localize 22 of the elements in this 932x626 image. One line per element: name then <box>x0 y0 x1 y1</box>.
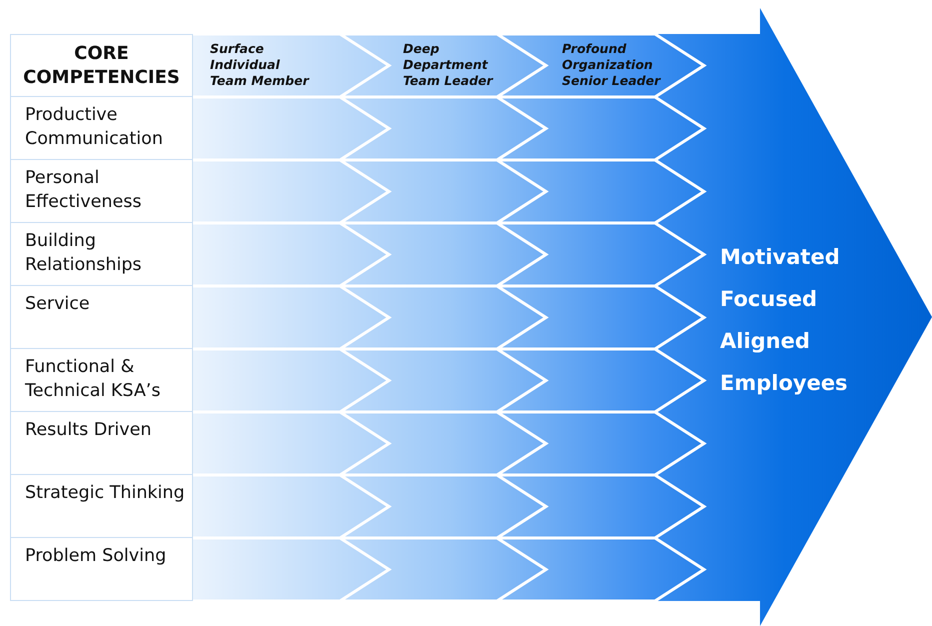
stage-label: Profound <box>562 41 626 57</box>
competency-cell: Results Driven <box>10 412 193 475</box>
competency-cell: Functional & Technical KSA’s <box>10 349 193 412</box>
stage-label: Individual <box>210 57 280 73</box>
stage-label: Team Leader <box>403 73 493 89</box>
stage-label: Department <box>403 57 488 73</box>
competency-cell: Service <box>10 286 193 349</box>
outcome-text: Focused <box>720 287 818 311</box>
competency-cell: Problem Solving <box>10 538 193 601</box>
outcome-text: Employees <box>720 371 848 395</box>
competency-cell: Productive Communication <box>10 97 193 160</box>
outcome-text: Aligned <box>720 329 810 353</box>
competency-cell: Building Relationships <box>10 223 193 286</box>
stage-label: Deep <box>403 41 440 57</box>
outcome-text: Motivated <box>720 245 840 269</box>
stage-label: Organization <box>562 57 653 73</box>
column-header: CORE COMPETENCIES <box>10 34 193 97</box>
competency-cell: Strategic Thinking <box>10 475 193 538</box>
competency-cell: Personal Effectiveness <box>10 160 193 223</box>
stage-label: Senior Leader <box>562 73 660 89</box>
stage-label: Team Member <box>210 73 309 89</box>
stage-label: Surface <box>210 41 264 57</box>
